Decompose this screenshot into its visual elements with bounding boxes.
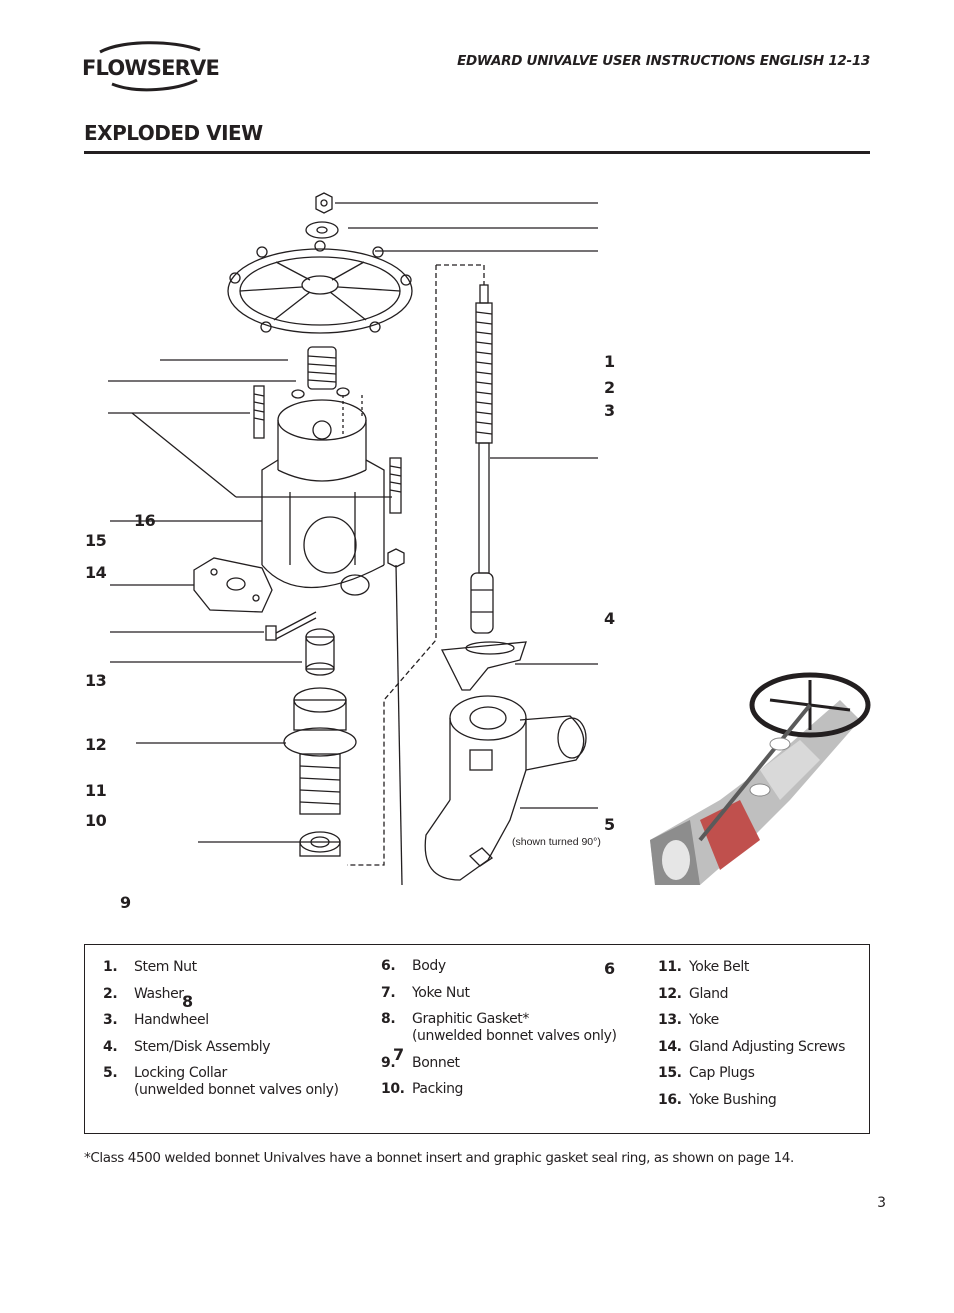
part-item: 6.Body <box>381 958 446 974</box>
part-item: 13.Yoke <box>658 1012 719 1028</box>
part-item: 3.Handwheel <box>103 1012 209 1028</box>
part-item: 11.Yoke Belt <box>658 959 749 975</box>
callout-3: 3 <box>604 401 615 420</box>
logo-swoosh-icon <box>99 41 201 92</box>
parts-column-1: 1.Stem Nut 2.Washer 3.Handwheel 4.Stem/D… <box>103 959 339 1109</box>
exploded-view-diagram: 1 2 3 4 5 6 7 8 9 10 11 12 13 14 15 16 (… <box>0 160 954 1064</box>
callout-7: 7 <box>393 1045 404 1064</box>
callout-14: 14 <box>85 563 107 582</box>
part-item: 8.Graphitic Gasket*(unwelded bonnet valv… <box>381 1011 617 1044</box>
callout-6: 6 <box>604 959 615 978</box>
part-item: 14.Gland Adjusting Screws <box>658 1038 845 1055</box>
locking-collar-note: (shown turned 90°) <box>512 836 601 848</box>
callout-13: 13 <box>85 671 107 690</box>
title-rule <box>84 151 870 154</box>
flowserve-logo: FLOWSERVE <box>82 40 220 92</box>
callout-1: 1 <box>604 352 615 371</box>
callout-9: 9 <box>120 893 131 912</box>
part-item: 9.Bonnet <box>381 1054 460 1071</box>
part-item: 5.Locking Collar(unwelded bonnet valves … <box>103 1065 339 1098</box>
part-item: 2.Washer <box>103 985 184 1002</box>
footnote: *Class 4500 welded bonnet Univalves have… <box>84 1150 794 1166</box>
part-item: 7.Yoke Nut <box>381 984 470 1001</box>
part-item: 1.Stem Nut <box>103 959 197 975</box>
parts-column-2: 6.Body 7.Yoke Nut 8.Graphitic Gasket*(un… <box>381 958 617 1108</box>
callout-2: 2 <box>604 378 615 397</box>
part-item: 16.Yoke Bushing <box>658 1091 777 1108</box>
callout-4: 4 <box>604 609 615 628</box>
brand-name: FLOWSERVE <box>82 56 220 80</box>
callout-12: 12 <box>85 735 107 754</box>
part-item: 10.Packing <box>381 1081 464 1097</box>
callout-16: 16 <box>134 511 156 530</box>
callout-15: 15 <box>85 531 107 550</box>
parts-column-3: 11.Yoke Belt 12.Gland 13.Yoke 14.Gland A… <box>658 959 845 1118</box>
callout-10: 10 <box>85 811 107 830</box>
callout-5: 5 <box>604 815 615 834</box>
callout-8: 8 <box>182 992 193 1011</box>
valve-exploded-drawing <box>108 192 872 890</box>
section-title: EXPLODED VIEW <box>84 121 263 145</box>
part-item: 15.Cap Plugs <box>658 1065 755 1081</box>
callout-11: 11 <box>85 781 107 800</box>
page-number: 3 <box>877 1195 886 1211</box>
part-item: 4.Stem/Disk Assembly <box>103 1038 271 1055</box>
document-title: EDWARD UNIVALVE USER INSTRUCTIONS ENGLIS… <box>457 53 870 69</box>
parts-list: 1.Stem Nut 2.Washer 3.Handwheel 4.Stem/D… <box>84 944 870 1134</box>
part-item: 12.Gland <box>658 985 729 1002</box>
valve-cutaway-photo <box>640 650 872 890</box>
